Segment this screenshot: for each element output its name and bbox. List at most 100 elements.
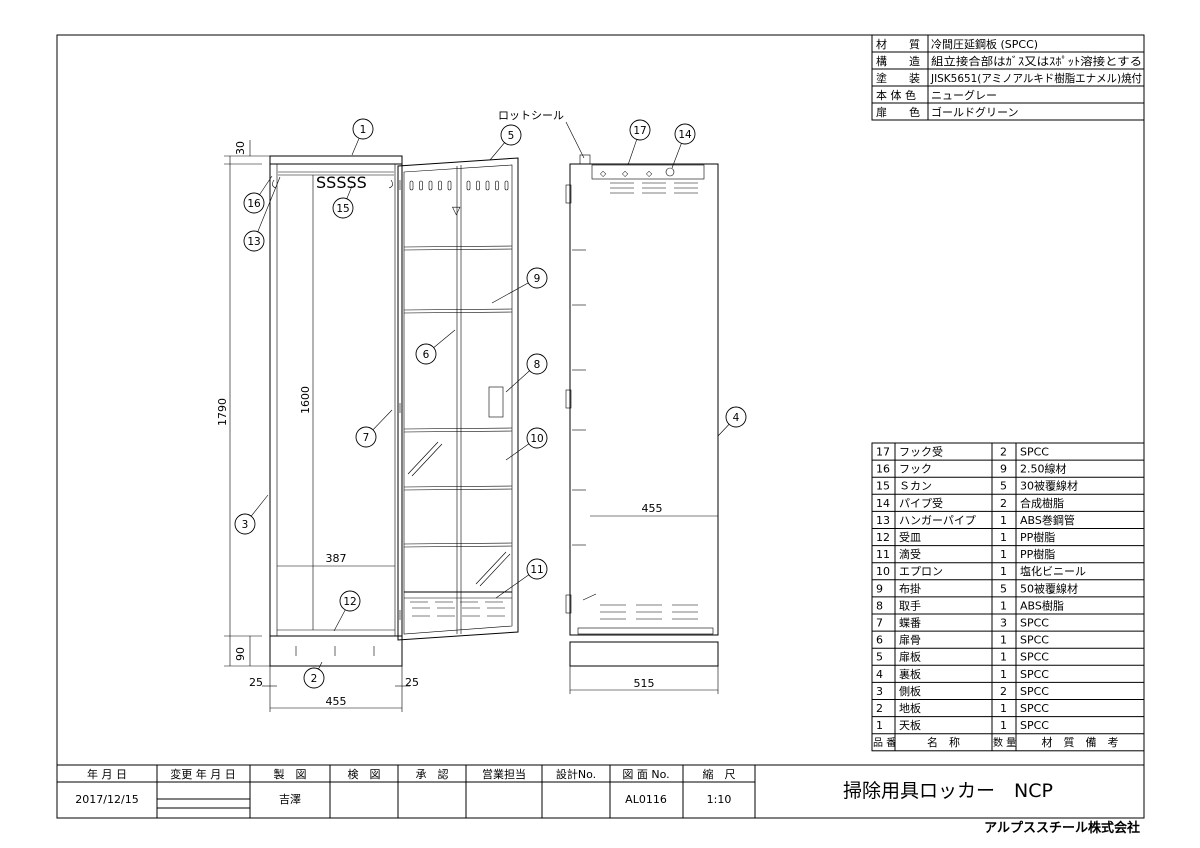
part-material: 合成樹脂: [1020, 496, 1064, 510]
callout-circle: [303, 667, 325, 689]
part-quantity: 1: [1000, 719, 1007, 732]
callout-circle: [355, 426, 377, 448]
part-material: 30被覆線材: [1020, 479, 1078, 493]
title-header: 設計No.: [556, 767, 596, 781]
part-number: 6: [876, 634, 883, 647]
title-header: 縮 尺: [703, 767, 736, 781]
spec-label: 本 体 色: [876, 88, 916, 102]
callout-circle: [526, 558, 548, 580]
callout-number: 2: [311, 673, 318, 685]
callout-circle: [725, 406, 747, 428]
title-header: 変更 年 月 日: [170, 767, 236, 781]
part-name: フック: [899, 463, 932, 476]
part-quantity: 1: [1000, 514, 1007, 527]
callout-number: 8: [534, 359, 541, 371]
spec-value: 冷間圧延鋼板 (SPCC): [931, 37, 1038, 51]
hook-mark: ◇: [622, 169, 629, 178]
parts-header-qty: 数 量: [993, 736, 1016, 749]
spec-label: 扉 色: [876, 105, 920, 119]
part-quantity: 9: [1000, 463, 1007, 476]
callout-number: 16: [247, 198, 261, 210]
callout-circle: [674, 123, 696, 145]
callout-number: 3: [242, 519, 249, 531]
callout-circle: [332, 197, 354, 219]
callout-leader: [253, 176, 281, 242]
spec-value: ゴールドグリーン: [931, 105, 1018, 119]
part-name: ハンガーパイプ: [899, 514, 976, 527]
part-name: 扉板: [899, 650, 921, 664]
callout-number: 10: [530, 433, 543, 445]
part-name: 布掛: [899, 581, 921, 595]
part-name: 側板: [899, 684, 921, 698]
door-inside-view: ▽: [397, 157, 519, 641]
part-material: PP樹脂: [1020, 530, 1055, 544]
part-quantity: 1: [1000, 531, 1007, 544]
part-name: パイプ受: [899, 497, 943, 510]
part-material: SPCC: [1020, 651, 1049, 664]
part-quantity: 1: [1000, 668, 1007, 681]
part-number: 16: [876, 463, 890, 476]
part-name: エプロン: [899, 565, 943, 578]
front-view-body: SSSSS: [269, 155, 403, 667]
callout-number: 7: [363, 432, 370, 444]
part-number: 2: [876, 702, 883, 715]
part-quantity: 1: [1000, 548, 1007, 561]
callout-circle: [243, 192, 265, 214]
drawing-frame: [56, 34, 1145, 819]
callout-number: 15: [336, 203, 349, 215]
callout-number: 6: [423, 349, 430, 361]
spec-value: ニューグレー: [931, 88, 997, 102]
parts-header-no: 品 番: [873, 737, 896, 749]
part-material: SPCC: [1020, 685, 1049, 698]
hook-mark: ◇: [600, 169, 607, 178]
part-quantity: 1: [1000, 599, 1007, 612]
part-number: 14: [876, 497, 890, 510]
part-quantity: 3: [1000, 617, 1007, 630]
part-material: SPCC: [1020, 617, 1049, 630]
part-number: 10: [876, 565, 890, 578]
part-number: 4: [876, 668, 883, 681]
part-name: 扉骨: [899, 634, 921, 647]
callout-number: 4: [733, 412, 740, 424]
title-header: 図 面 No.: [622, 768, 669, 781]
title-block: 年 月 日 変更 年 月 日 製 図 検 図 承 認 営業担当 設計No. 図 …: [57, 764, 1144, 836]
title-header: 年 月 日: [87, 767, 127, 781]
part-material: SPCC: [1020, 702, 1049, 715]
part-name: 滴受: [899, 547, 921, 561]
scale-value: 1:10: [707, 793, 732, 806]
callout-circle: [629, 119, 651, 141]
part-material: SPCC: [1020, 634, 1049, 647]
title-header: 製 図: [274, 767, 307, 781]
callout-number: 11: [530, 564, 543, 576]
dim-inner-height: 1600: [299, 386, 312, 414]
callout-number: 12: [343, 596, 356, 608]
callout-number: 14: [678, 129, 692, 141]
part-name: 裏板: [899, 667, 921, 681]
part-quantity: 2: [1000, 685, 1007, 698]
side-view: ◇◇◇ ロットシール: [498, 109, 719, 667]
part-material: 塩化ビニール: [1020, 564, 1086, 578]
callout-number: 5: [508, 130, 515, 142]
part-quantity: 2: [1000, 497, 1007, 510]
callout-circle: [234, 513, 256, 535]
callout-number: 13: [247, 236, 260, 248]
part-quantity: 1: [1000, 651, 1007, 664]
part-quantity: 1: [1000, 565, 1007, 578]
spec-table: 材 質 冷間圧延鋼板 (SPCC) 構 造 組立接合部はｶﾞｽ又はｽﾎﾟｯﾄ溶接…: [871, 34, 1145, 121]
drawing-number-value: AL0116: [625, 793, 667, 806]
callout-number: 1: [360, 124, 367, 136]
part-number: 3: [876, 685, 883, 698]
dim-depth: 515: [634, 677, 655, 690]
dim-side-width: 455: [642, 502, 663, 515]
part-number: 13: [876, 514, 890, 527]
part-number: 5: [876, 651, 883, 664]
callout-circle: [526, 427, 548, 449]
part-quantity: 2: [1000, 446, 1007, 459]
part-material: ABS巻鋼管: [1020, 513, 1075, 527]
dim-bottom: 90: [234, 647, 247, 661]
dim-left-margin: 25: [249, 676, 263, 689]
part-quantity: 1: [1000, 634, 1007, 647]
